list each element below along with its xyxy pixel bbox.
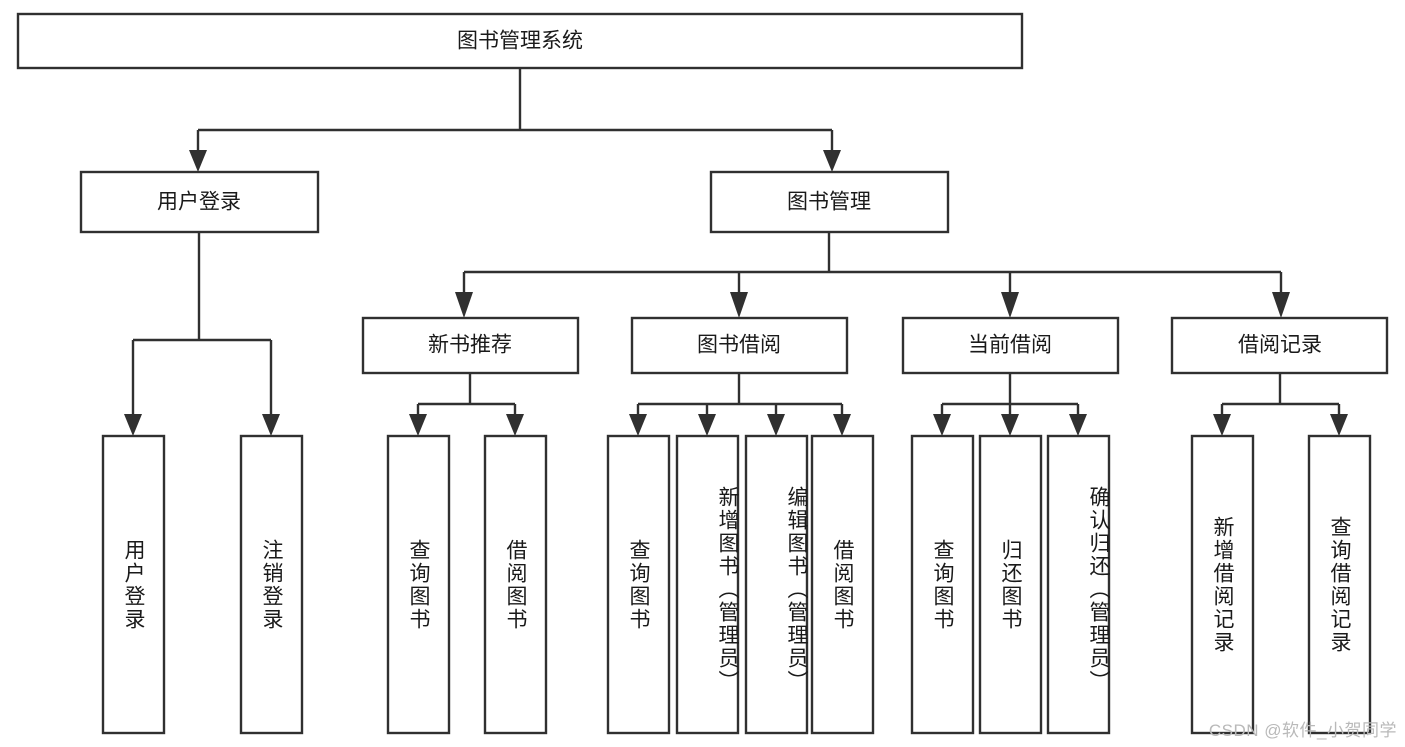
node-label-borrow-record: 借阅记录 [1238,334,1322,357]
node-box-leaf-borrow-book-2[interactable] [810,434,875,735]
node-box-leaf-return-book[interactable] [978,434,1043,735]
arrow-br-to-leaf-1 [1213,414,1231,436]
connector-current-borrow-bus [940,373,1080,418]
node-label-book-management: 图书管理 [787,191,871,214]
node-box-root[interactable] [16,12,1024,70]
arrow-bb-to-leaf-2 [698,414,716,436]
arrow-bb-to-leaf-4 [833,414,851,436]
arrow-cb-to-leaf-1 [933,414,951,436]
arrow-bm-to-book-borrow [730,292,748,318]
arrow-br-to-leaf-2 [1330,414,1348,436]
connector-root-bus [196,68,834,155]
arrow-nbr-to-leaf-2 [506,414,524,436]
arrow-nbr-to-leaf-1 [409,414,427,436]
node-label-current-borrow: 当前借阅 [968,334,1052,357]
node-label-user-login: 用户登录 [157,191,241,214]
arrow-bb-to-leaf-3 [767,414,785,436]
node-box-leaf-query-book-3[interactable] [910,434,975,735]
csdn-watermark: CSDN @软件_小贺同学 [1208,721,1397,740]
connector-user-login-bus [131,232,273,418]
node-label-root: 图书管理系统 [457,30,583,53]
arrow-user-login-to-leaf-1 [124,414,142,436]
connector-book-management-bus [462,232,1283,292]
connector-borrow-record-bus [1220,373,1341,418]
arrow-bm-to-current-borrow [1001,292,1019,318]
arrow-cb-to-leaf-2 [1001,414,1019,436]
arrow-bm-to-new-book-recommend [455,292,473,318]
arrow-bb-to-leaf-1 [629,414,647,436]
arrow-root-to-book-management [823,150,841,172]
node-box-leaf-borrow-book-1[interactable] [483,434,548,735]
node-box-current-borrow[interactable] [901,316,1120,375]
node-box-leaf-user-login[interactable] [101,434,166,735]
node-box-new-book-recommend[interactable] [361,316,580,375]
node-box-leaf-edit-book-admin[interactable] [744,434,809,735]
node-box-leaf-query-borrow-record[interactable] [1307,434,1372,735]
node-box-leaf-confirm-return-admin[interactable] [1046,434,1111,735]
arrow-cb-to-leaf-3 [1069,414,1087,436]
node-box-leaf-add-book-admin[interactable] [675,434,740,735]
arrow-user-login-to-leaf-2 [262,414,280,436]
node-label-new-book-recommend: 新书推荐 [428,334,512,357]
node-box-leaf-logout-login[interactable] [239,434,304,735]
node-label-book-borrow: 图书借阅 [697,334,781,357]
connector-book-borrow-bus [636,373,844,418]
node-box-user-login[interactable] [79,170,320,234]
arrow-root-to-user-login [189,150,207,172]
node-box-leaf-query-book-1[interactable] [386,434,451,735]
connector-new-book-recommend-bus [416,373,517,418]
arrow-bm-to-borrow-record [1272,292,1290,318]
node-box-leaf-add-borrow-record[interactable] [1190,434,1255,735]
node-box-leaf-query-book-2[interactable] [606,434,671,735]
